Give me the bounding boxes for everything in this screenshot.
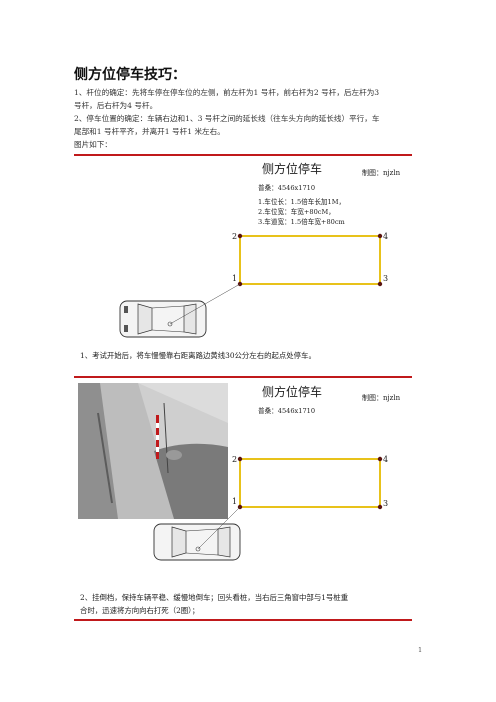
para1-line2: 号杆，后右杆为4 号杆。 (74, 101, 158, 110)
sight-line-2 (197, 506, 241, 550)
figure-panel-1: 侧方位停车 制图：njzln 普桑：4546x1710 1.车位长：1.5倍车长… (74, 156, 412, 376)
panel1-top-border (74, 154, 412, 156)
panel2-pole-2-label: 2 (232, 455, 238, 464)
panel2-caption: 2、挂倒档，保持车辆平稳、缓慢地倒车；回头看桩，当右后三角窗中部与1号桩重 合时… (80, 591, 412, 617)
panel1-heading: 侧方位停车 (262, 162, 323, 176)
panel1-pole-2-label: 2 (232, 232, 238, 241)
panel2-pole-3-label: 3 (383, 499, 389, 508)
paragraph-pole-definition: 1、杆位的确定：先将车停在停车位的左侧，前左杆为1 号杆，前右杆为2 号杆，后左… (74, 86, 434, 112)
panel2-pole-1-label: 1 (232, 497, 238, 506)
panel2-caption-line1: 2、挂倒档，保持车辆平稳、缓慢地倒车；回头看桩，当右后三角窗中部与1号桩重 (80, 593, 349, 602)
pole-3-marker (377, 281, 383, 287)
pole-3-marker-b (377, 504, 383, 510)
sight-line (169, 283, 241, 325)
panel1-author: 制图：njzln (362, 169, 401, 177)
panel2-heading: 侧方位停车 (262, 385, 323, 399)
pole-4-marker (377, 233, 383, 239)
para2-line1: 2、停车位置的确定：车辆右边和1、3 号杆之间的延长线（往车头方向的延长线）平行… (74, 114, 380, 123)
panel1-pole-1-label: 1 (232, 274, 238, 283)
panel2-pole-4-label: 4 (383, 455, 389, 464)
para1-line1: 1、杆位的确定：先将车停在停车位的左侧，前左杆为1 号杆，前右杆为2 号杆，后左… (74, 88, 380, 97)
parking-space-outline (239, 235, 381, 285)
page-number: 1 (418, 646, 423, 654)
panel1-pole-3-label: 3 (383, 274, 389, 283)
panel2-author: 制图：njzln (362, 394, 401, 402)
car-top-view-icon-2 (153, 523, 241, 561)
doc-title: 侧方位停车技巧： (74, 67, 186, 83)
panel2-bottom-border (74, 619, 412, 621)
para2-line2: 尾部和1 号杆平齐，并离开1 号杆1 米左右。 (74, 127, 225, 136)
pole-4-marker-b (377, 456, 383, 462)
parking-space-outline-2 (239, 458, 381, 508)
panel2-caption-line2: 合时，迅速将方向向右打死（2圈）； (80, 606, 200, 615)
panel1-car-model: 普桑：4546x1710 (258, 184, 316, 192)
paragraph-stop-position: 2、停车位置的确定：车辆右边和1、3 号杆之间的延长线（往车头方向的延长线）平行… (74, 112, 434, 138)
panel1-spec-width: 2.车位宽：车宽+80cM， (258, 208, 335, 216)
panel2-diagram (153, 456, 383, 561)
panel1-pole-4-label: 4 (383, 232, 389, 241)
panel1-diagram (119, 233, 383, 338)
panel1-bottom-border (74, 376, 412, 378)
pole-2-marker-b (237, 456, 243, 462)
car-top-view-icon (119, 300, 207, 338)
car-interior-illustration (78, 383, 228, 519)
pole-2-marker (237, 233, 243, 239)
figure-panel-2: 侧方位停车 制图：njzln 普桑：4546x1710 2 4 1 3 2、挂倒… (74, 379, 412, 619)
panel1-caption: 1、考试开始后，将车慢慢靠右距离路边黄线30公分左右的起点处停车。 (80, 351, 316, 360)
figure-intro: 图片如下： (74, 140, 112, 149)
panel2-car-model: 普桑：4546x1710 (258, 407, 316, 415)
panel1-spec-lane: 3.车道宽：1.5倍车宽+80cm (258, 218, 345, 226)
panel1-spec-length: 1.车位长：1.5倍车长加1M， (258, 198, 346, 206)
